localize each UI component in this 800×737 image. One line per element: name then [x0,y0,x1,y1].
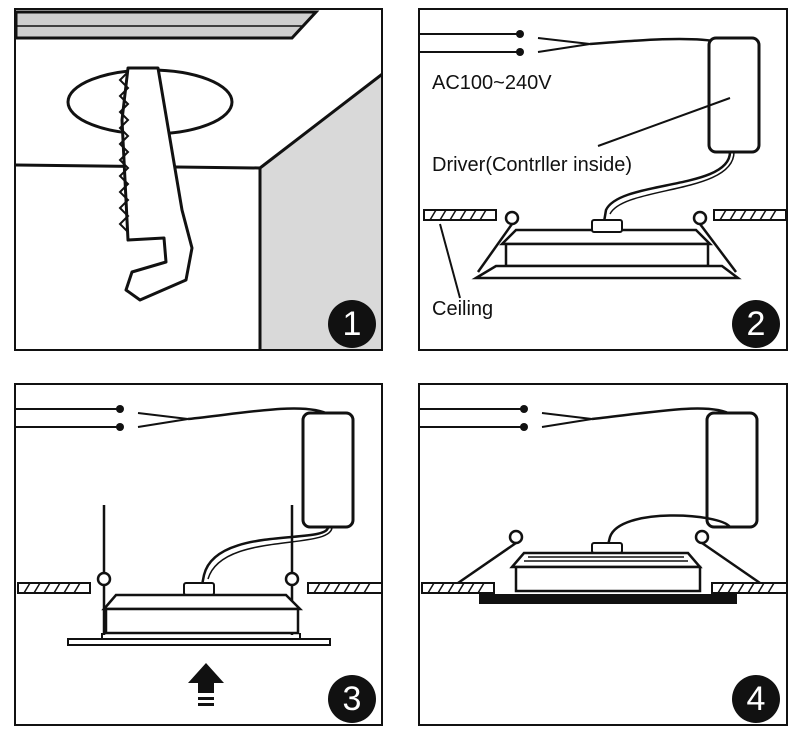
step-2-panel: AC100~240V Driver(Contrller inside) Ceil… [418,8,788,351]
up-arrow-icon [188,663,224,706]
step-number-badge: 4 [732,675,780,723]
step-4-panel: 4 [418,383,788,726]
hand-saw-icon [118,66,194,302]
step-4-illustration [420,405,786,604]
voltage-label: AC100~240V [432,72,552,94]
step-1-illustration [16,10,381,349]
step-number-badge: 1 [328,300,376,348]
step-3-panel: 3 [14,383,383,726]
ceiling-label: Ceiling [432,298,494,320]
step-1-panel: 1 [14,8,383,351]
driver-label: Driver(Contrller inside) [432,154,633,176]
step-number-badge: 2 [732,300,780,348]
step-3-illustration [16,405,381,706]
step-2-illustration [420,30,786,299]
step-number-badge: 3 [328,675,376,723]
